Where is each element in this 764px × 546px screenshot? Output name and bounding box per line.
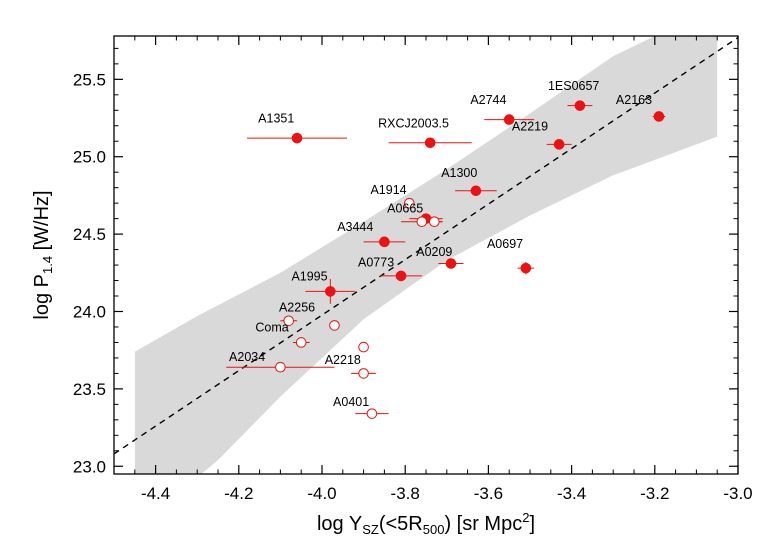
- data-point: [404, 197, 415, 209]
- filled-marker: [395, 270, 407, 282]
- filled-marker: [325, 286, 336, 297]
- open-marker: [329, 320, 340, 331]
- point-label: A0209: [416, 245, 452, 259]
- data-point: [355, 408, 389, 419]
- filled-marker: [291, 132, 303, 144]
- open-marker: [358, 341, 369, 353]
- y-tick-label: 25.5: [73, 70, 106, 89]
- y-tick-label: 23.5: [73, 380, 106, 399]
- data-point: [329, 320, 340, 331]
- data-point: [484, 114, 535, 125]
- x-tick-label: -4.2: [224, 484, 253, 503]
- x-tick-label: -4.4: [141, 484, 170, 503]
- x-tick-label: -3.2: [640, 484, 669, 503]
- x-tick-label: -4.0: [307, 484, 336, 503]
- filled-marker: [653, 111, 665, 122]
- point-label: A2034: [229, 350, 265, 364]
- y-tick-label: 23.0: [73, 457, 106, 476]
- point-label: A1995: [291, 270, 327, 284]
- data-point: [652, 111, 666, 122]
- data-point: [226, 361, 335, 373]
- x-tick-label: -3.6: [474, 484, 503, 503]
- point-label: A3444: [337, 220, 373, 234]
- filled-marker: [520, 262, 532, 274]
- data-point: [351, 368, 377, 379]
- open-marker: [275, 361, 286, 373]
- point-label: A2256: [279, 300, 315, 314]
- fit-line: [114, 36, 738, 455]
- data-point: [305, 278, 356, 304]
- data-point: [358, 341, 369, 353]
- open-marker: [358, 368, 369, 379]
- y-axis-title: log P1.4 [W/Hz]: [31, 190, 55, 319]
- point-label: A1300: [441, 166, 477, 180]
- x-tick-label: -3.8: [391, 484, 420, 503]
- x-tick-label: -3.4: [557, 484, 586, 503]
- point-label: A2163: [616, 93, 652, 107]
- filled-marker: [445, 258, 457, 269]
- point-label: A1914: [370, 183, 406, 197]
- point-label: A2744: [470, 93, 506, 107]
- x-axis-title: log YSZ(<5R500) [sr Mpc2]: [317, 510, 535, 537]
- open-marker: [404, 197, 415, 209]
- data-point: [517, 261, 535, 275]
- point-label: A0697: [487, 237, 523, 251]
- point-label: A0665: [387, 201, 423, 215]
- data-point: [426, 216, 443, 228]
- data-point: [280, 315, 298, 327]
- point-label: A2219: [512, 119, 548, 133]
- point-label: A0401: [333, 395, 369, 409]
- point-label: Coma: [255, 321, 288, 335]
- open-marker: [416, 216, 428, 228]
- open-marker: [295, 337, 307, 348]
- filled-marker: [379, 236, 390, 248]
- data-point: [388, 137, 472, 149]
- open-marker: [429, 216, 440, 228]
- filled-marker: [574, 100, 586, 111]
- data-point: [438, 258, 464, 269]
- point-label: A2218: [325, 353, 361, 367]
- data-point: [567, 100, 593, 111]
- filled-marker: [553, 139, 565, 150]
- point-label: A0773: [358, 256, 394, 270]
- open-marker: [283, 315, 295, 327]
- y-tick-label: 24.5: [73, 225, 106, 244]
- x-tick-label: -3.0: [723, 484, 752, 503]
- point-label: RXCJ2003.5: [378, 116, 449, 130]
- y-tick-label: 25.0: [73, 148, 106, 167]
- y-tick-label: 24.0: [73, 302, 106, 321]
- data-point: [363, 236, 406, 248]
- open-marker: [366, 408, 378, 419]
- data-point: [247, 132, 347, 144]
- data-point: [380, 270, 422, 282]
- point-label: A1351: [258, 112, 294, 126]
- data-point: [455, 185, 497, 197]
- data-point: [546, 139, 572, 150]
- filled-marker: [503, 114, 515, 125]
- data-point: [292, 337, 310, 348]
- filled-marker: [424, 137, 436, 149]
- point-label: 1ES0657: [548, 79, 599, 93]
- filled-marker: [470, 185, 482, 197]
